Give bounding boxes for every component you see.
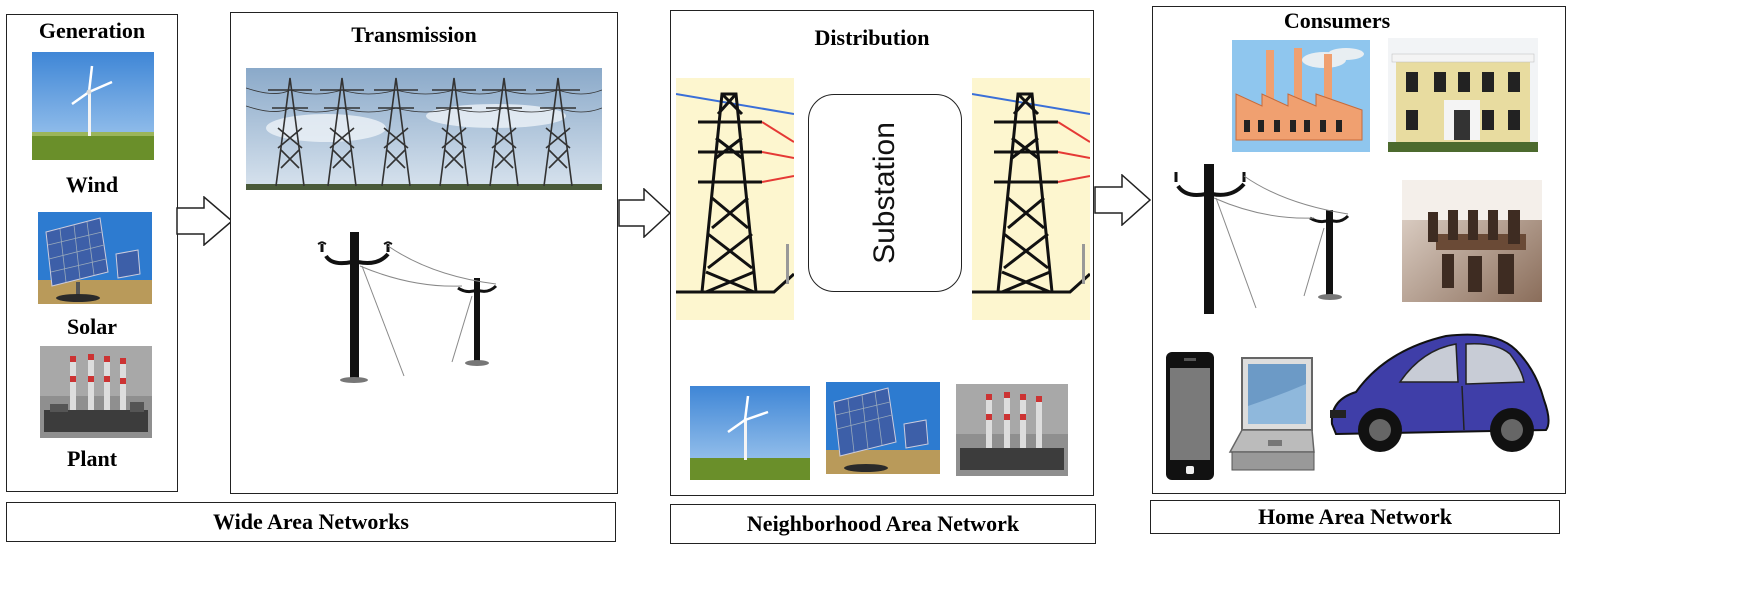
flow-arrow-icon bbox=[176, 196, 234, 246]
utility-pole-icon bbox=[312, 226, 502, 386]
pylon-icon bbox=[972, 78, 1090, 320]
wind-turbine-photo bbox=[690, 386, 810, 480]
office-room-photo bbox=[1402, 180, 1542, 302]
wind-label: Wind bbox=[65, 172, 119, 197]
solar-panel-photo bbox=[38, 212, 152, 304]
utility-pole-icon bbox=[1164, 160, 1352, 316]
wan-label: Wide Area Networks bbox=[6, 502, 616, 542]
house-photo bbox=[1388, 38, 1538, 152]
factory-icon bbox=[1232, 40, 1370, 152]
generation-title: Generation bbox=[38, 18, 146, 43]
wind-turbine-photo bbox=[32, 52, 154, 160]
solar-panel-photo bbox=[826, 382, 940, 474]
flow-arrow-icon bbox=[1094, 174, 1152, 226]
electric-car-icon bbox=[1326, 330, 1556, 456]
distribution-title: Distribution bbox=[814, 25, 930, 50]
substation-block: Substation bbox=[808, 94, 962, 292]
pylon-icon bbox=[676, 78, 794, 320]
phone-icon bbox=[1164, 350, 1216, 482]
transmission-towers-photo bbox=[246, 68, 602, 190]
laptop-icon bbox=[1228, 356, 1316, 474]
power-plant-photo bbox=[40, 346, 152, 438]
power-plant-photo bbox=[956, 384, 1068, 476]
plant-label: Plant bbox=[66, 446, 118, 471]
solar-label: Solar bbox=[66, 314, 118, 339]
transmission-title: Transmission bbox=[351, 22, 477, 47]
han-label: Home Area Network bbox=[1150, 500, 1560, 534]
nan-label: Neighborhood Area Network bbox=[670, 504, 1096, 544]
substation-label: Substation bbox=[868, 122, 901, 264]
flow-arrow-icon bbox=[618, 188, 672, 238]
consumers-title: Consumers bbox=[1283, 8, 1391, 33]
